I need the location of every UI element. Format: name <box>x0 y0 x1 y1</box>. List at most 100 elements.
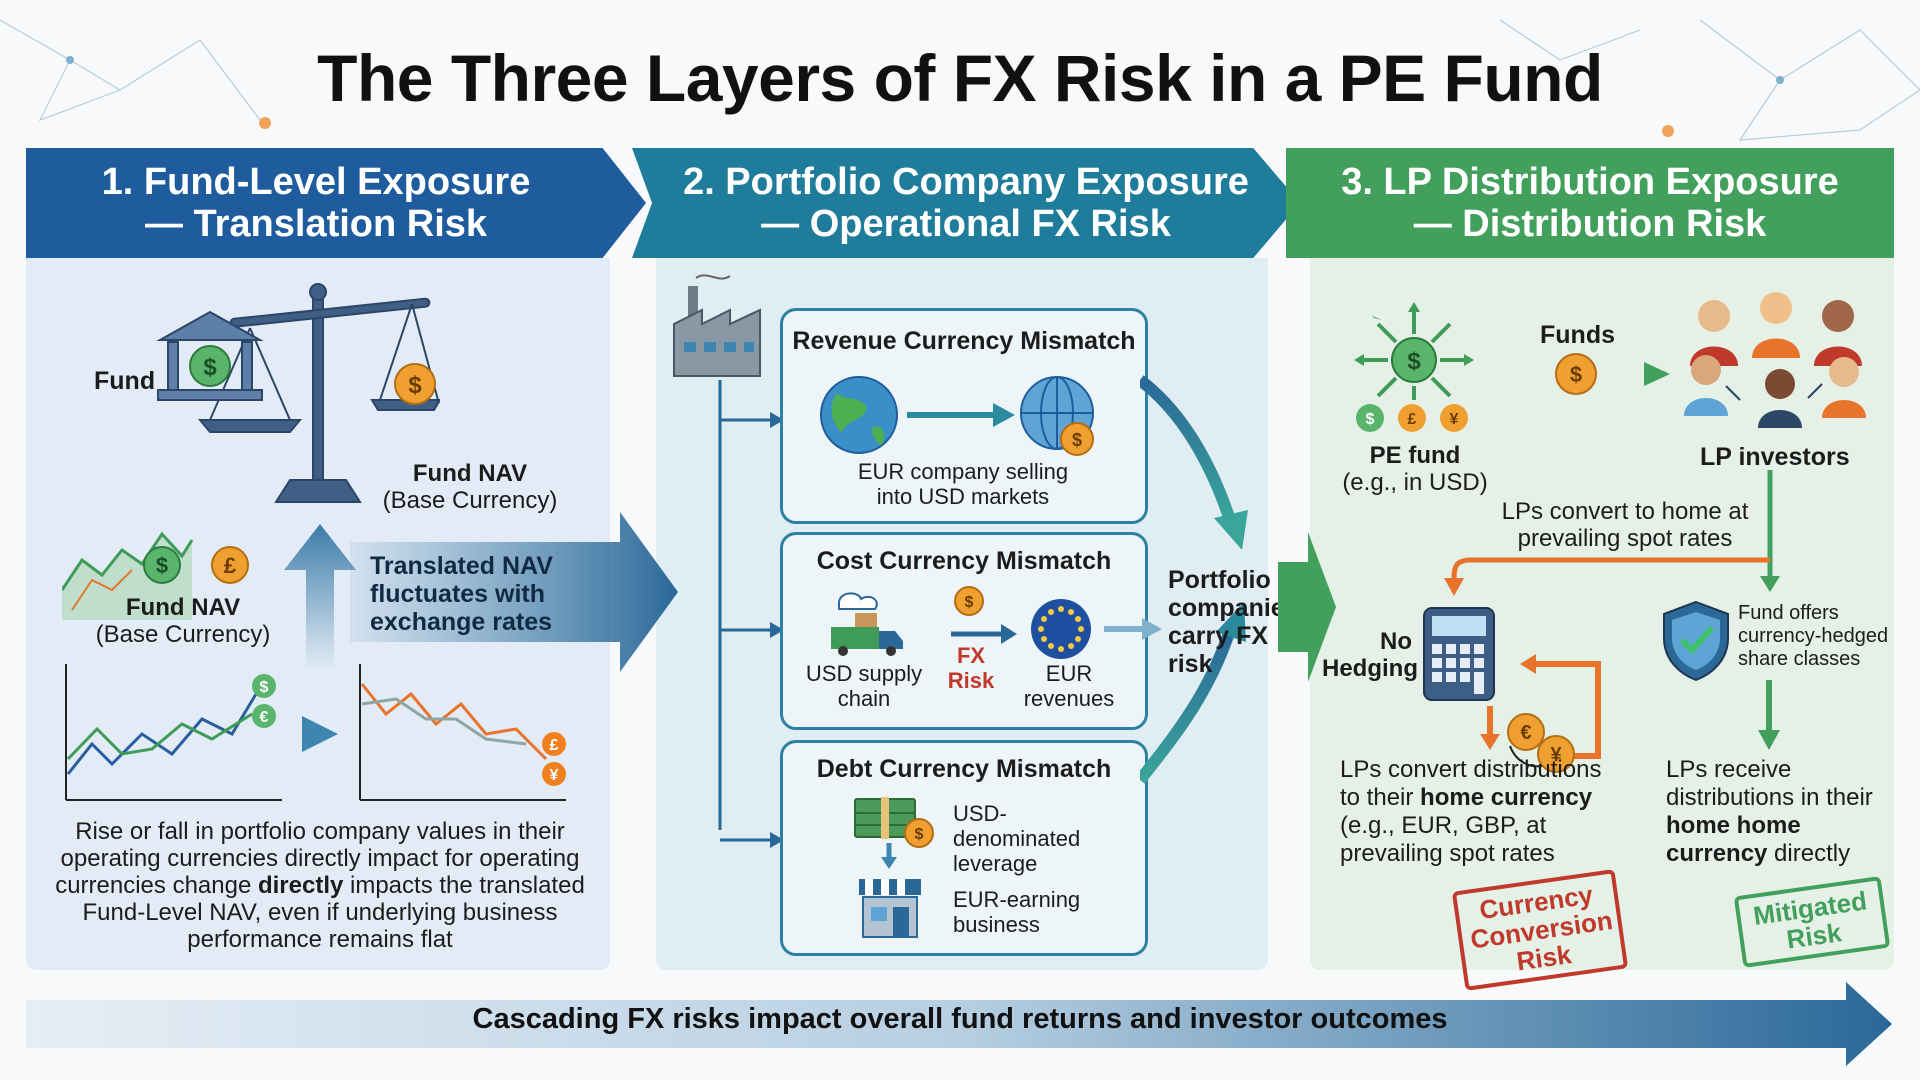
section2-to-3-arrow <box>1278 532 1336 682</box>
section2-banner: 2. Portfolio Company Exposure — Operatio… <box>632 148 1300 258</box>
svg-text:$: $ <box>915 826 924 843</box>
currency-swap-icon: € ¥ <box>1480 654 1601 773</box>
pe-fund-title: PE fund <box>1369 442 1461 469</box>
network-decoration <box>0 19 1920 141</box>
arrow-to-eu-icon <box>951 624 1017 644</box>
calculator-icon <box>1423 607 1495 701</box>
section1-heading-line2: — Translation Risk <box>144 203 488 245</box>
fund-nav2-subtitle: (Base Currency) <box>95 621 271 648</box>
section1-heading-line1: 1. Fund-Level Exposure <box>101 161 531 203</box>
cost-to-carry-arrow <box>1104 618 1162 640</box>
lp-desc2-bold: home home currency <box>1666 812 1801 867</box>
converging-arrows <box>1140 375 1248 784</box>
lp-desc2-part1: LPs receive distributions in their <box>1666 756 1873 811</box>
translated-nav-text: Translated NAV fluctuates with exchange … <box>370 552 553 636</box>
section3-heading-line2: — Distribution Risk <box>1413 203 1767 245</box>
usd-leverage-label: USD-denominated leverage <box>953 801 1081 876</box>
fund-nav-subtitle: (Base Currency) <box>382 487 558 514</box>
footer-caption: Cascading FX risks impact overall fund r… <box>472 1003 1448 1035</box>
fund-label: Fund <box>94 367 156 395</box>
eur-business-label: EUR-earning business <box>953 887 1081 937</box>
lp-desc1-bold: home currency <box>1420 784 1593 811</box>
factory-icon <box>673 274 761 377</box>
desc1-bold: directly <box>257 872 344 899</box>
svg-text:¥: ¥ <box>1550 744 1562 766</box>
svg-text:$: $ <box>1072 430 1082 450</box>
fund-nav2-title: Fund NAV <box>125 594 241 621</box>
fund-nav-label-2: Fund NAV (Base Currency) <box>88 594 278 648</box>
footer-arrow <box>26 982 1892 1066</box>
lp-investors-label: LP investors <box>1700 443 1850 471</box>
desc1-part1: Rise or fall in portfolio company values… <box>55 818 580 899</box>
page-title: The Three Layers of FX Risk in a PE Fund <box>317 41 1603 115</box>
section3-heading-line1: 3. LP Distribution Exposure <box>1341 161 1839 203</box>
hedged-description: LPs receive distributions in their home … <box>1666 756 1886 868</box>
hedged-down-arrow <box>1758 680 1780 750</box>
lp-desc2-part2: directly <box>1767 840 1851 867</box>
section1-banner: 1. Fund-Level Exposure — Translation Ris… <box>26 148 646 258</box>
svg-text:$: $ <box>156 553 168 578</box>
convert-spot-text: LPs convert to home at prevailing spot r… <box>1501 498 1749 552</box>
branch-connectors <box>718 380 784 848</box>
pe-fund-hub-icon: $ $ £ ¥ <box>1354 302 1474 432</box>
carry-fx-text: Portfolio companies carry FX risk <box>1168 566 1299 678</box>
svg-text:£: £ <box>1408 411 1417 428</box>
fund-nav-label: Fund NAV (Base Currency) <box>380 460 560 514</box>
svg-text:£: £ <box>224 553 237 578</box>
no-hedge-description: LPs convert distributions to their home … <box>1340 756 1610 868</box>
bank-building-icon <box>156 310 264 401</box>
svg-text:¥: ¥ <box>550 767 559 784</box>
cash-stack-icon: $ <box>854 797 934 869</box>
usd-supply-chain-label: USD supply chain <box>805 661 923 711</box>
svg-text:$: $ <box>408 372 422 399</box>
svg-text:¥: ¥ <box>1450 411 1459 428</box>
pe-fund-label: PE fund (e.g., in USD) <box>1330 442 1500 496</box>
fx-risk-label: FX Risk <box>947 643 995 693</box>
svg-text:$: $ <box>1407 348 1421 375</box>
mini-trend-icon: $ £ <box>62 531 249 620</box>
section1-description: Rise or fall in portfolio company values… <box>50 818 590 953</box>
cost-mismatch-card: Cost Currency Mismatch USD supply chain … <box>780 532 1148 730</box>
globe-to-globe-icon: $ <box>820 376 1094 456</box>
svg-text:$: $ <box>965 594 974 611</box>
play-arrow-icon <box>302 716 338 752</box>
balance-scale-icon: $ $ <box>156 283 440 503</box>
funds-flow-arrow: $ <box>1480 353 1670 395</box>
storefront-icon <box>859 879 921 938</box>
currency-conversion-risk-stamp: Currency Conversion Risk <box>1451 869 1629 991</box>
hedged-share-text: Fund offers currency-hedged share classe… <box>1738 602 1889 670</box>
fund-nav-title: Fund NAV <box>412 460 528 487</box>
section2-heading-line1: 2. Portfolio Company Exposure <box>683 161 1249 203</box>
revenue-caption: EUR company selling into USD markets <box>857 459 1069 509</box>
svg-text:$: $ <box>260 679 269 696</box>
pe-fund-subtitle: (e.g., in USD) <box>1342 469 1488 496</box>
truck-icon <box>831 592 903 656</box>
falling-fx-chart: £ ¥ <box>359 664 566 801</box>
svg-text:$: $ <box>1570 362 1582 387</box>
desc1-part2: impacts the translated Fund-Level NAV, e… <box>82 872 585 953</box>
lp-desc1-part2: (e.g., EUR, GBP, at prevailing spot rate… <box>1340 812 1555 867</box>
right-arrow-icon <box>350 512 678 672</box>
revenue-mismatch-card: Revenue Currency Mismatch $ EUR company … <box>780 308 1148 524</box>
svg-text:£: £ <box>550 737 559 754</box>
svg-text:$: $ <box>1366 411 1375 428</box>
funds-label: Funds <box>1540 321 1615 349</box>
up-arrow-icon <box>284 524 356 670</box>
lp-desc1-part1: LPs convert distributions to their <box>1340 756 1602 811</box>
no-hedging-label: No Hedging <box>1322 628 1418 682</box>
eu-flag-icon <box>1031 599 1091 659</box>
revenue-mismatch-title: Revenue Currency Mismatch <box>792 327 1136 355</box>
svg-text:€: € <box>1520 722 1531 744</box>
svg-text:€: € <box>260 709 269 726</box>
shield-check-icon <box>1663 600 1729 682</box>
debt-mismatch-title: Debt Currency Mismatch <box>816 755 1112 783</box>
rising-fx-chart: $ € <box>65 664 282 801</box>
eur-revenues-label: EUR revenues <box>1023 661 1115 711</box>
lp-investors-icon <box>1684 292 1866 428</box>
fx-coin-arrow-icon: $ <box>954 586 984 616</box>
section2-heading-line2: — Operational FX Risk <box>761 203 1171 245</box>
branch-arrows <box>1444 470 1780 596</box>
svg-text:$: $ <box>203 354 217 381</box>
cost-mismatch-title: Cost Currency Mismatch <box>816 547 1112 575</box>
section3-banner: 3. LP Distribution Exposure — Distributi… <box>1286 148 1894 258</box>
